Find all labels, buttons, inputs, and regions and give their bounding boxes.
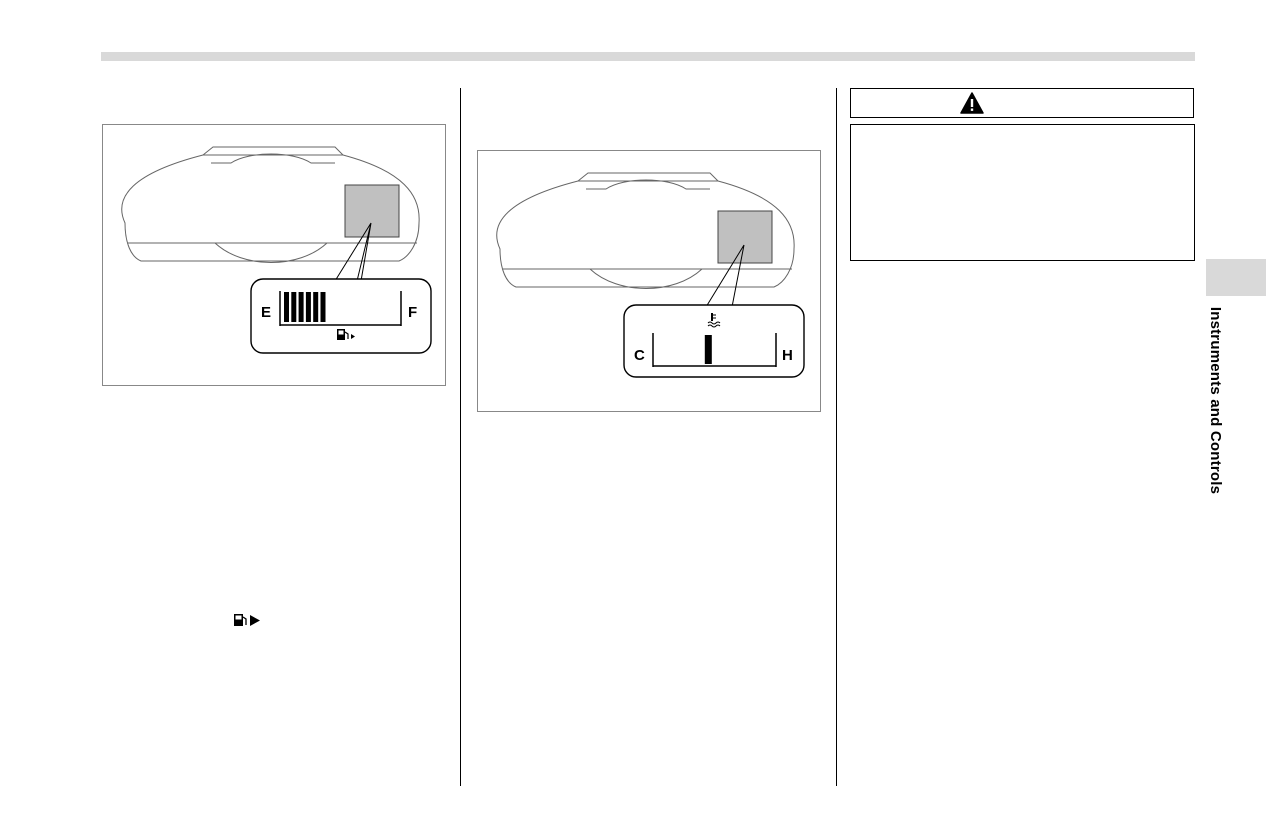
triangle-right-icon xyxy=(351,334,355,339)
temperature-gauge-callout xyxy=(623,304,805,378)
coolant-temperature-icon xyxy=(707,313,721,328)
fuel-segment xyxy=(291,292,297,322)
cluster-top-trim xyxy=(202,146,344,156)
temperature-level-bar xyxy=(704,335,712,364)
fuel-segment xyxy=(305,292,311,322)
warning-body xyxy=(850,124,1195,261)
section-tab-label: Instruments and Controls xyxy=(1206,298,1226,503)
callout-lines xyxy=(334,222,372,282)
highlight-area xyxy=(344,184,400,238)
header-rule xyxy=(101,52,1195,61)
callout-lines xyxy=(705,244,745,308)
section-tab xyxy=(1206,259,1266,296)
cluster-top-trim xyxy=(577,172,719,182)
fuel-segment xyxy=(320,292,326,322)
fuel-pump-arrow-icon xyxy=(234,614,260,626)
cluster-center-bottom xyxy=(589,268,703,289)
temperature-gauge-illustration: C H xyxy=(496,172,805,378)
highlight-area xyxy=(717,210,773,264)
fuel-empty-label: E xyxy=(261,304,271,321)
cluster-inner-top xyxy=(586,179,710,190)
temperature-gauge-figure: C H xyxy=(477,150,821,412)
warning-triangle-icon xyxy=(959,91,984,114)
fuel-segment xyxy=(313,292,319,322)
fuel-segment xyxy=(284,292,289,322)
temp-cold-label: C xyxy=(634,347,645,364)
fuel-gauge-figure: E F xyxy=(102,124,446,386)
cluster-outline xyxy=(496,180,795,288)
warning-header xyxy=(850,88,1194,118)
section-tab-text: Instruments and Controls xyxy=(1207,306,1225,495)
fuel-gauge-callout xyxy=(250,278,432,354)
temp-hot-label: H xyxy=(782,347,793,364)
cluster-inner-top xyxy=(211,153,335,164)
column-divider-2 xyxy=(836,88,837,786)
fuel-gauge-illustration: E F xyxy=(121,146,432,354)
fuel-pump-icon xyxy=(337,329,355,340)
column-divider-1 xyxy=(460,88,461,786)
fuel-segments xyxy=(284,292,326,322)
cluster-outline xyxy=(121,154,420,262)
fuel-segment xyxy=(298,292,304,322)
cluster-center-bottom xyxy=(214,242,328,263)
fuel-full-label: F xyxy=(408,304,417,321)
